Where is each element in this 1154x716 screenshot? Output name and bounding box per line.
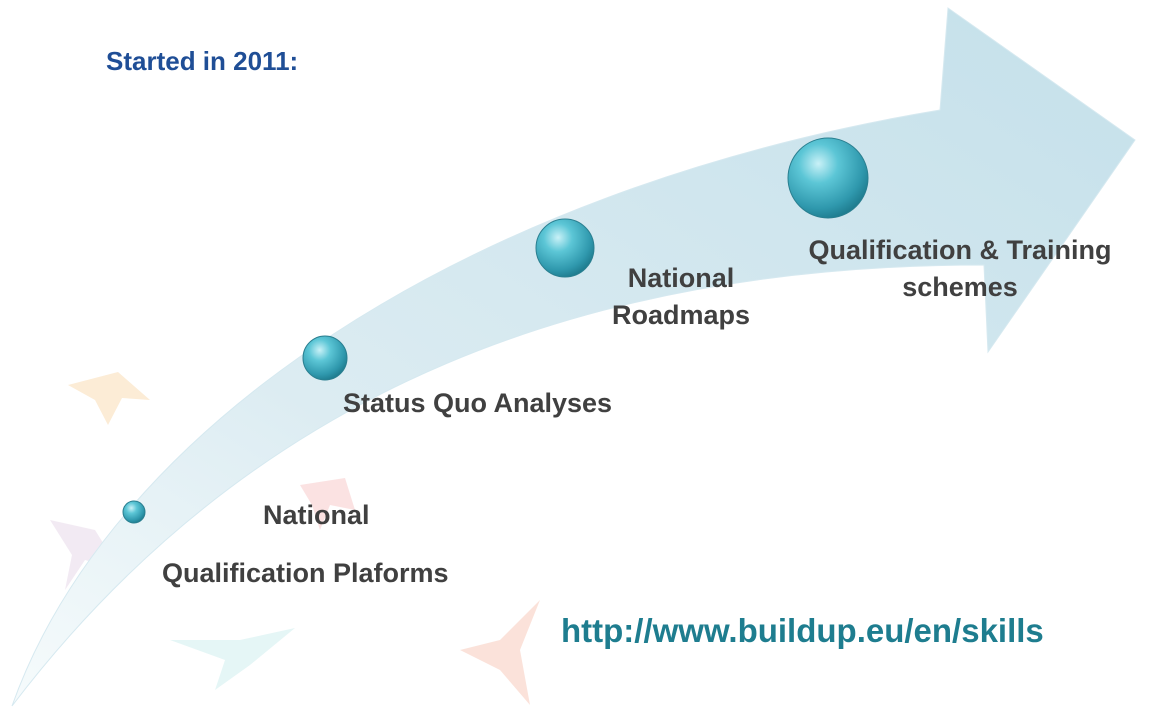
milestone-1-label-line2: Qualification Plaforms	[162, 558, 449, 588]
decorative-bird-icon	[460, 600, 540, 705]
decorative-bird-icon	[50, 520, 120, 590]
large-teal-sphere-icon	[787, 137, 869, 219]
milestone-4-label-line2: schemes	[902, 272, 1018, 302]
milestone-3-label-line1: National	[627, 263, 735, 293]
teal-sphere-icon	[535, 218, 595, 278]
milestone-2-label: Status Quo Analyses	[343, 388, 613, 418]
decorative-bird-icon	[170, 628, 295, 690]
small-teal-sphere-icon	[122, 500, 146, 524]
decorative-bird-icon	[68, 372, 150, 425]
milestone-4-label-line1: Qualification & Training	[808, 235, 1112, 265]
decorative-bird-icon	[300, 478, 355, 530]
milestone-3-label-line2: Roadmaps	[611, 300, 751, 330]
start-year-title: Started in 2011:	[106, 46, 299, 76]
teal-sphere-icon	[302, 335, 348, 381]
curved-arrow-shape	[11, 7, 1136, 707]
skills-url-link[interactable]: http://www.buildup.eu/en/skills	[561, 612, 1044, 649]
milestone-1-label-line1: National	[263, 500, 370, 530]
